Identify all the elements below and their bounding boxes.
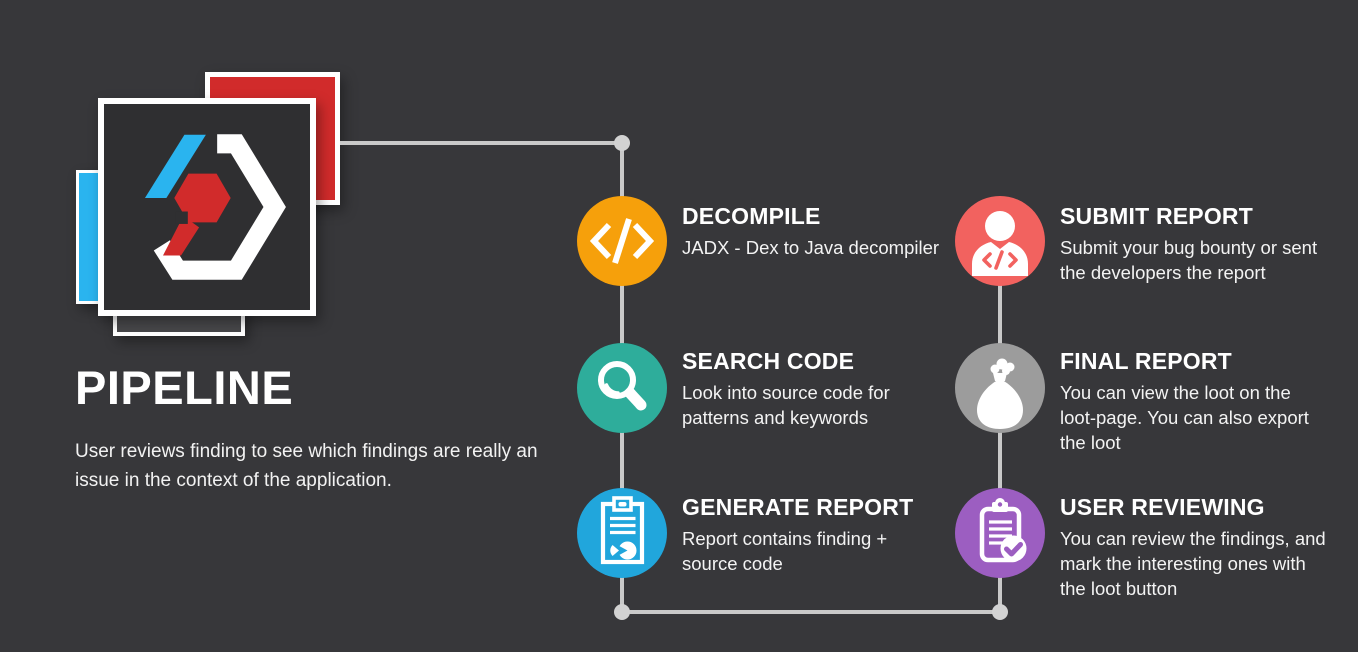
report-pie-icon [600, 496, 645, 565]
step-circle-final-report [955, 343, 1045, 433]
step-generate-report: GENERATE REPORT Report contains finding … [682, 494, 944, 577]
clipboard-check-icon [979, 498, 1027, 563]
step-title: SUBMIT REPORT [1060, 203, 1253, 229]
connector-bottom-horizontal [620, 610, 1002, 614]
step-description: Report contains finding + source code [682, 528, 888, 574]
page-title: PIPELINE [75, 361, 294, 414]
page-description: User reviews finding to see which findin… [75, 441, 538, 491]
step-circle-generate-report [577, 488, 667, 578]
step-circle-user-reviewing [955, 488, 1045, 578]
step-user-reviewing: USER REVIEWING You can review the findin… [1060, 494, 1328, 602]
search-icon [598, 361, 647, 411]
connector-top-horizontal [340, 141, 624, 145]
step-description: You can review the findings, and mark th… [1060, 528, 1326, 599]
step-decompile: DECOMPILE JADX - Dex to Java decompiler [682, 203, 944, 261]
step-description: Submit your bug bounty or sent the devel… [1060, 237, 1318, 283]
money-bag-icon [977, 358, 1023, 429]
step-circle-search-code [577, 343, 667, 433]
connector-dot-bottom-left [614, 604, 630, 620]
connector-dot-bottom-right [992, 604, 1008, 620]
step-description: You can view the loot on the loot-page. … [1060, 382, 1309, 453]
step-circle-decompile [577, 196, 667, 286]
step-description: JADX - Dex to Java decompiler [682, 237, 940, 258]
step-title: GENERATE REPORT [682, 494, 914, 520]
step-title: FINAL REPORT [1060, 348, 1232, 374]
step-submit-report: SUBMIT REPORT Submit your bug bounty or … [1060, 203, 1328, 286]
connector-dot-top [614, 135, 630, 151]
step-search-code: SEARCH CODE Look into source code for pa… [682, 348, 944, 431]
code-icon [589, 218, 655, 264]
hexagon-code-logo-icon [144, 134, 286, 280]
person-code-icon [972, 211, 1028, 276]
step-title: DECOMPILE [682, 203, 821, 229]
step-circle-submit-report [955, 196, 1045, 286]
logo-main-card [98, 98, 316, 316]
step-title: USER REVIEWING [1060, 494, 1265, 520]
step-final-report: FINAL REPORT You can view the loot on th… [1060, 348, 1328, 456]
step-description: Look into source code for patterns and k… [682, 382, 890, 428]
step-title: SEARCH CODE [682, 348, 855, 374]
